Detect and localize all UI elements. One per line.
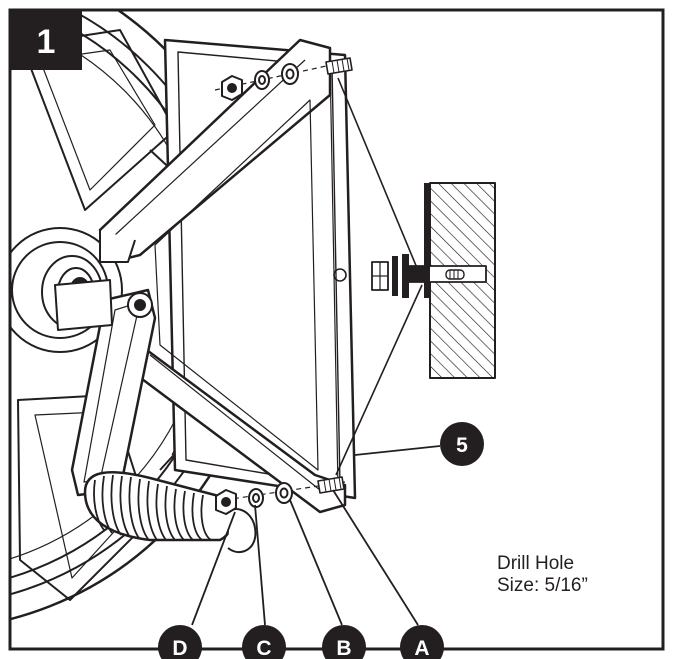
top-fastener-stack — [214, 57, 353, 101]
wall-anchor-detail — [371, 182, 496, 379]
drill-hole-note-line2: Size: 5/16” — [497, 575, 588, 596]
drill-hole-note-line1: Drill Hole — [497, 553, 575, 574]
drill-hole-note: Drill Hole Size: 5/16” — [497, 553, 588, 597]
callout-a-label: A — [414, 637, 429, 659]
callout-b: B — [322, 625, 366, 659]
callout-5: 5 — [440, 422, 484, 466]
callout-c-label: C — [256, 637, 271, 659]
bracket-arms — [98, 38, 347, 514]
callout-b-label: B — [336, 637, 351, 659]
bottom-fastener-stack — [215, 476, 346, 515]
detail-leader-lines — [335, 77, 423, 476]
step-number: 1 — [37, 23, 56, 61]
callout-5-label: 5 — [456, 434, 468, 457]
callout-leaders — [191, 445, 441, 626]
callout-a: A — [400, 625, 444, 659]
callout-d: D — [158, 625, 202, 659]
spring-handle — [83, 471, 257, 554]
step-badge — [10, 10, 82, 70]
callout-c: C — [242, 625, 286, 659]
callout-d-label: D — [172, 637, 187, 659]
